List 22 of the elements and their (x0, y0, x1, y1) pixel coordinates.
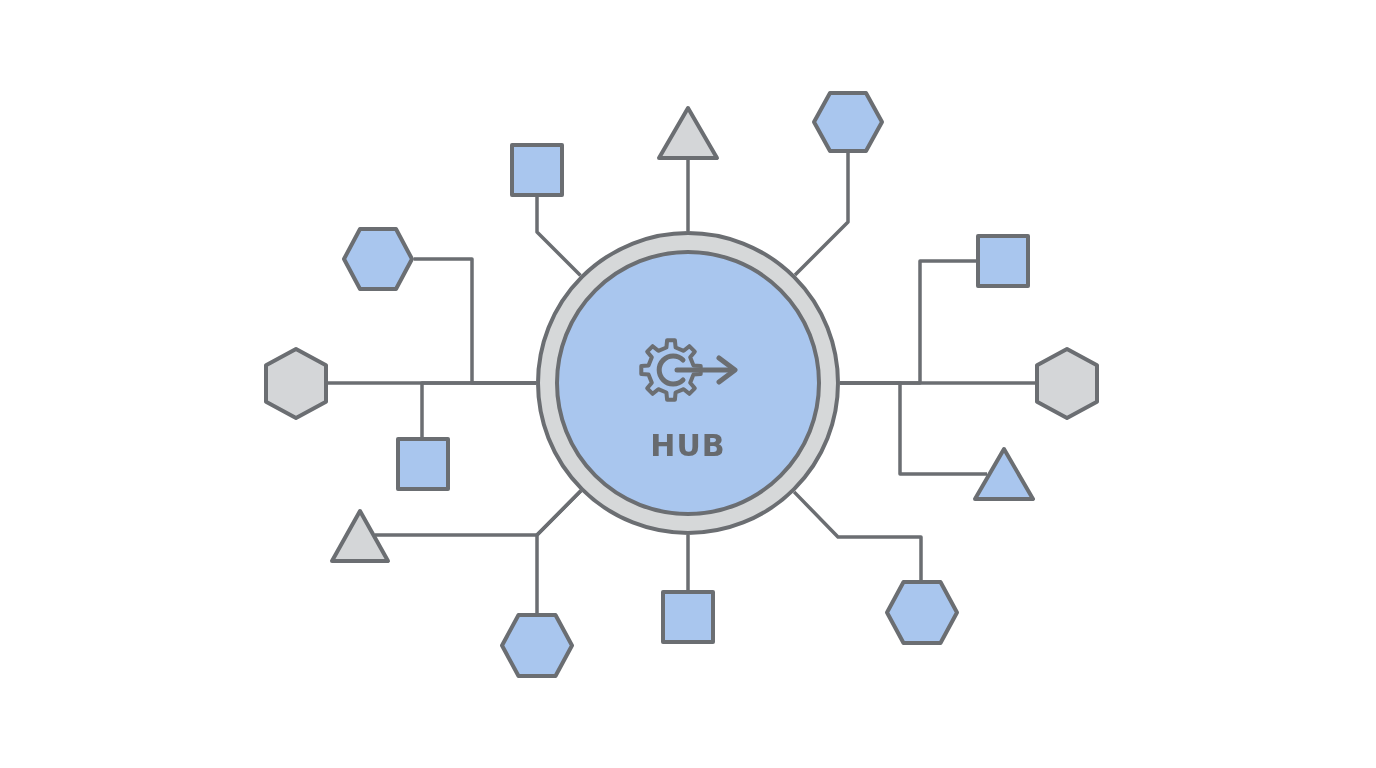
connector-line (686, 535, 690, 590)
connector-line (420, 381, 536, 437)
hexagon-node (885, 580, 959, 645)
box-node (976, 234, 1030, 288)
connector-line (840, 381, 987, 476)
hexagon-node (342, 227, 414, 291)
connector-line (792, 490, 923, 580)
box-node (396, 437, 450, 491)
hub-label: HUB (650, 427, 726, 463)
triangle-node (973, 447, 1035, 501)
connector-line (535, 197, 582, 277)
hexagon-node (812, 91, 884, 153)
box-node (661, 590, 715, 644)
hexagon-node (264, 347, 328, 420)
triangle-node (330, 509, 390, 563)
connector-line (686, 160, 690, 231)
connector-line (793, 153, 850, 277)
hexagon-node (500, 613, 574, 678)
connector-line (535, 489, 583, 613)
triangle-node (657, 106, 719, 160)
box-node (510, 143, 564, 197)
hexagon-node (1035, 347, 1099, 420)
